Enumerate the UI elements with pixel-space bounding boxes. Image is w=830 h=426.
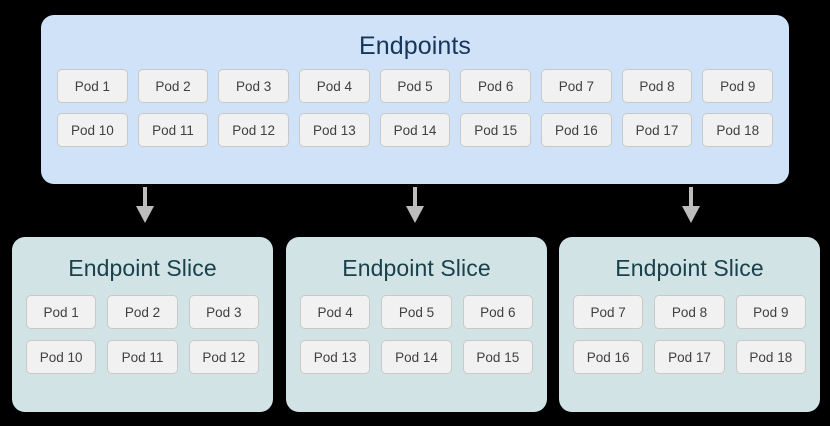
pod-chip[interactable]: Pod 11 — [137, 113, 209, 147]
endpoint-slice-pod-row-1: Pod 7 Pod 8 Pod 9 — [573, 295, 806, 329]
pod-chip[interactable]: Pod 18 — [735, 340, 806, 374]
endpoint-slice-title: Endpoint Slice — [342, 255, 491, 281]
pod-chip[interactable]: Pod 2 — [137, 69, 209, 103]
pod-chip[interactable]: Pod 8 — [621, 69, 693, 103]
endpoint-slice-pod-row-2: Pod 16 Pod 17 Pod 18 — [573, 340, 806, 374]
endpoint-slice-panel-2: Endpoint Slice Pod 4 Pod 5 Pod 6 Pod 13 … — [286, 237, 547, 412]
pod-chip[interactable]: Pod 6 — [460, 69, 532, 103]
pod-chip[interactable]: Pod 6 — [462, 295, 533, 329]
pod-chip[interactable]: Pod 15 — [460, 113, 532, 147]
pod-chip[interactable]: Pod 12 — [218, 113, 290, 147]
pod-chip[interactable]: Pod 5 — [379, 69, 451, 103]
endpoints-pod-row-1: Pod 1 Pod 2 Pod 3 Pod 4 Pod 5 Pod 6 Pod … — [57, 69, 774, 103]
endpoint-slice-pod-grid: Pod 7 Pod 8 Pod 9 Pod 16 Pod 17 Pod 18 — [573, 295, 806, 374]
pod-chip[interactable]: Pod 10 — [57, 113, 128, 147]
pod-chip[interactable]: Pod 15 — [462, 340, 533, 374]
arrow-stem — [413, 187, 417, 209]
pod-chip[interactable]: Pod 9 — [702, 69, 774, 103]
pod-chip[interactable]: Pod 2 — [107, 295, 178, 329]
endpoint-slice-pod-row-1: Pod 4 Pod 5 Pod 6 — [300, 295, 533, 329]
pod-chip[interactable]: Pod 17 — [621, 113, 693, 147]
pod-chip[interactable]: Pod 4 — [300, 295, 371, 329]
endpoint-slice-pod-row-2: Pod 13 Pod 14 Pod 15 — [300, 340, 533, 374]
endpoints-pod-row-2: Pod 10 Pod 11 Pod 12 Pod 13 Pod 14 Pod 1… — [57, 113, 774, 147]
arrow-stem — [143, 187, 147, 209]
endpoint-slice-panel-1: Endpoint Slice Pod 1 Pod 2 Pod 3 Pod 10 … — [12, 237, 273, 412]
pod-chip[interactable]: Pod 14 — [379, 113, 451, 147]
endpoint-slice-pod-row-1: Pod 1 Pod 2 Pod 3 — [26, 295, 259, 329]
pod-chip[interactable]: Pod 8 — [654, 295, 725, 329]
pod-chip[interactable]: Pod 3 — [188, 295, 259, 329]
pod-chip[interactable]: Pod 16 — [573, 340, 644, 374]
pod-chip[interactable]: Pod 5 — [381, 295, 452, 329]
pod-chip[interactable]: Pod 16 — [541, 113, 612, 147]
pod-chip[interactable]: Pod 14 — [381, 340, 452, 374]
endpoint-slice-pod-row-2: Pod 10 Pod 11 Pod 12 — [26, 340, 259, 374]
pod-chip[interactable]: Pod 12 — [188, 340, 259, 374]
endpoint-slice-title: Endpoint Slice — [615, 255, 764, 281]
arrow-head — [136, 206, 154, 223]
pod-chip[interactable]: Pod 9 — [735, 295, 806, 329]
arrow-head — [682, 206, 700, 223]
arrow-down-icon — [134, 187, 156, 223]
pod-chip[interactable]: Pod 13 — [299, 113, 370, 147]
pod-chip[interactable]: Pod 7 — [541, 69, 612, 103]
arrow-head — [406, 206, 424, 223]
endpoints-panel: Endpoints Pod 1 Pod 2 Pod 3 Pod 4 Pod 5 … — [41, 15, 789, 184]
pod-chip[interactable]: Pod 13 — [300, 340, 371, 374]
pod-chip[interactable]: Pod 1 — [57, 69, 128, 103]
endpoint-slice-panel-3: Endpoint Slice Pod 7 Pod 8 Pod 9 Pod 16 … — [559, 237, 820, 412]
pod-chip[interactable]: Pod 3 — [218, 69, 290, 103]
arrow-down-icon — [404, 187, 426, 223]
pod-chip[interactable]: Pod 10 — [26, 340, 97, 374]
endpoints-title: Endpoints — [358, 32, 472, 60]
endpoints-pod-grid: Pod 1 Pod 2 Pod 3 Pod 4 Pod 5 Pod 6 Pod … — [57, 69, 774, 147]
endpoint-slice-pod-grid: Pod 4 Pod 5 Pod 6 Pod 13 Pod 14 Pod 15 — [300, 295, 533, 374]
arrow-stem — [689, 187, 693, 209]
pod-chip[interactable]: Pod 1 — [26, 295, 97, 329]
endpoint-slice-pod-grid: Pod 1 Pod 2 Pod 3 Pod 10 Pod 11 Pod 12 — [26, 295, 259, 374]
pod-chip[interactable]: Pod 18 — [702, 113, 774, 147]
pod-chip[interactable]: Pod 11 — [107, 340, 178, 374]
endpoint-slice-title: Endpoint Slice — [68, 255, 217, 281]
pod-chip[interactable]: Pod 17 — [654, 340, 725, 374]
pod-chip[interactable]: Pod 7 — [573, 295, 644, 329]
arrow-down-icon — [680, 187, 702, 223]
pod-chip[interactable]: Pod 4 — [299, 69, 370, 103]
